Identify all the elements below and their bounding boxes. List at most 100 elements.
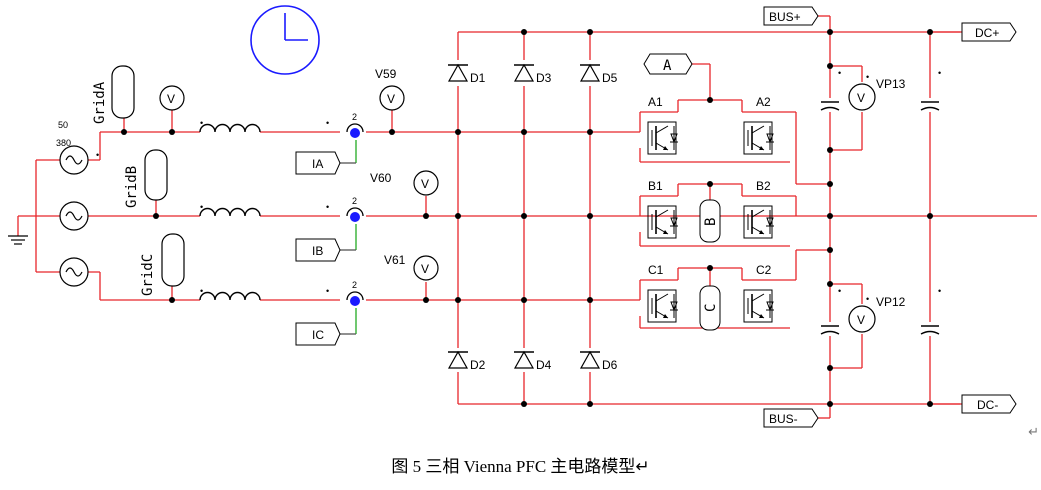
svg-text:IA: IA (312, 157, 323, 171)
svg-text:B: B (703, 218, 719, 226)
svg-text:D3: D3 (536, 71, 552, 85)
current-sensor-a (346, 123, 364, 139)
voltmeter-vp13: V VP13 (848, 77, 906, 111)
svg-text:IB: IB (312, 244, 323, 258)
svg-text:IC: IC (312, 328, 324, 342)
svg-text:V: V (421, 177, 429, 191)
voltmeter-v61: V V61 (384, 253, 439, 281)
svg-text:C: C (703, 304, 719, 312)
terminal-bus-plus: BUS+ (763, 6, 819, 26)
svg-text:BUS+: BUS+ (769, 10, 801, 24)
voltmeter-label-vp13: VP13 (876, 77, 906, 91)
voltmeter-label-v59: V59 (375, 67, 397, 81)
grid-probe-a: GridA (92, 65, 135, 124)
polarity-dot: • (326, 286, 329, 296)
polarity-dot: • (326, 118, 329, 128)
svg-text:A2: A2 (756, 95, 771, 109)
clock-icon (250, 5, 320, 75)
svg-text:C2: C2 (756, 263, 772, 277)
diode-d6: D6 (579, 351, 618, 372)
gate-label-c: C (699, 285, 721, 331)
sensor-mark: 2 (352, 280, 357, 290)
svg-text:D5: D5 (602, 71, 618, 85)
junction-dots (121, 29, 933, 407)
switch-a1: A1 (647, 95, 679, 155)
switch-c1: C1 (647, 263, 679, 323)
polarity-dot: • (866, 72, 869, 82)
svg-text:BUS-: BUS- (769, 412, 798, 426)
polarity-dot: • (200, 118, 203, 128)
voltmeter-vp12: V VP12 (848, 295, 906, 333)
switch-c2: C2 (743, 263, 775, 323)
svg-text:DC+: DC+ (975, 26, 999, 40)
figure-caption: 图 5 三相 Vienna PFC 主电路模型↵ (391, 457, 650, 476)
polarity-dot: • (938, 68, 941, 78)
svg-text:V: V (421, 262, 429, 276)
current-sensor-c (346, 291, 364, 307)
svg-text:V: V (857, 91, 865, 105)
diode-d2: D2 (447, 351, 486, 372)
gate-label-a: A (643, 53, 693, 75)
inductor-a (199, 123, 261, 133)
source-freq-label: 50 (58, 120, 68, 130)
grid-label-b: GridB (124, 166, 140, 208)
grid-label-c: GridC (140, 254, 156, 296)
voltmeter-label-v61: V61 (384, 253, 406, 267)
svg-text:B2: B2 (756, 179, 771, 193)
sensor-wires (340, 140, 357, 335)
voltmeter-label-vp12: VP12 (876, 295, 906, 309)
svg-text:B1: B1 (648, 179, 663, 193)
ac-source-c (59, 257, 89, 287)
source-voltage-label: 380 (56, 138, 71, 148)
terminal-dc-plus: DC+ (961, 22, 1017, 42)
switch-b1: B1 (647, 179, 679, 239)
svg-text:DC-: DC- (977, 398, 998, 412)
ac-source-b (59, 201, 89, 231)
polarity-dot: • (326, 202, 329, 212)
voltmeter-v59: V V59 (375, 67, 405, 111)
polarity-dot: • (938, 286, 941, 296)
voltmeter-label-v60: V60 (370, 171, 392, 185)
svg-text:D1: D1 (470, 71, 486, 85)
capacitor-bottom-right (920, 325, 940, 335)
polarity-dot: • (200, 286, 203, 296)
capacitor-bottom-left (820, 325, 840, 335)
svg-text:D6: D6 (602, 358, 618, 372)
voltmeter-grid: V (159, 85, 185, 111)
svg-text:V: V (857, 313, 865, 327)
inductor-b (199, 207, 261, 217)
current-label-ic: IC (295, 322, 341, 346)
diode-d3: D3 (513, 64, 552, 85)
grid-label-a: GridA (92, 81, 108, 124)
svg-text:A: A (663, 58, 672, 74)
polarity-dot: • (200, 202, 203, 212)
diode-d4: D4 (513, 351, 552, 372)
return-mark: ↵ (1028, 424, 1039, 439)
sensor-mark: 2 (352, 112, 357, 122)
switch-b2: B2 (743, 179, 775, 239)
capacitor-top-right (920, 101, 940, 111)
current-label-ia: IA (295, 151, 341, 175)
switch-a2: A2 (743, 95, 775, 155)
terminal-bus-minus: BUS- (763, 408, 819, 428)
diode-d1: D1 (447, 64, 486, 85)
svg-text:C1: C1 (648, 263, 664, 277)
svg-text:D2: D2 (470, 358, 486, 372)
grid-probe-b: GridB (124, 149, 168, 208)
svg-text:D4: D4 (536, 358, 552, 372)
polarity-dot: • (96, 150, 99, 160)
capacitor-top-left (820, 101, 840, 111)
ac-source-a (59, 145, 89, 175)
svg-text:V: V (387, 92, 395, 106)
grid-probe-c: GridC (140, 233, 185, 296)
terminal-dc-minus: DC- (961, 394, 1017, 414)
svg-text:V: V (167, 92, 175, 106)
svg-text:A1: A1 (648, 95, 663, 109)
inductor-c (199, 291, 261, 301)
diode-d5: D5 (579, 64, 618, 85)
current-label-ib: IB (295, 238, 341, 262)
polarity-dot: • (838, 286, 841, 296)
polarity-dot: • (838, 68, 841, 78)
voltmeter-v60: V V60 (370, 170, 439, 196)
